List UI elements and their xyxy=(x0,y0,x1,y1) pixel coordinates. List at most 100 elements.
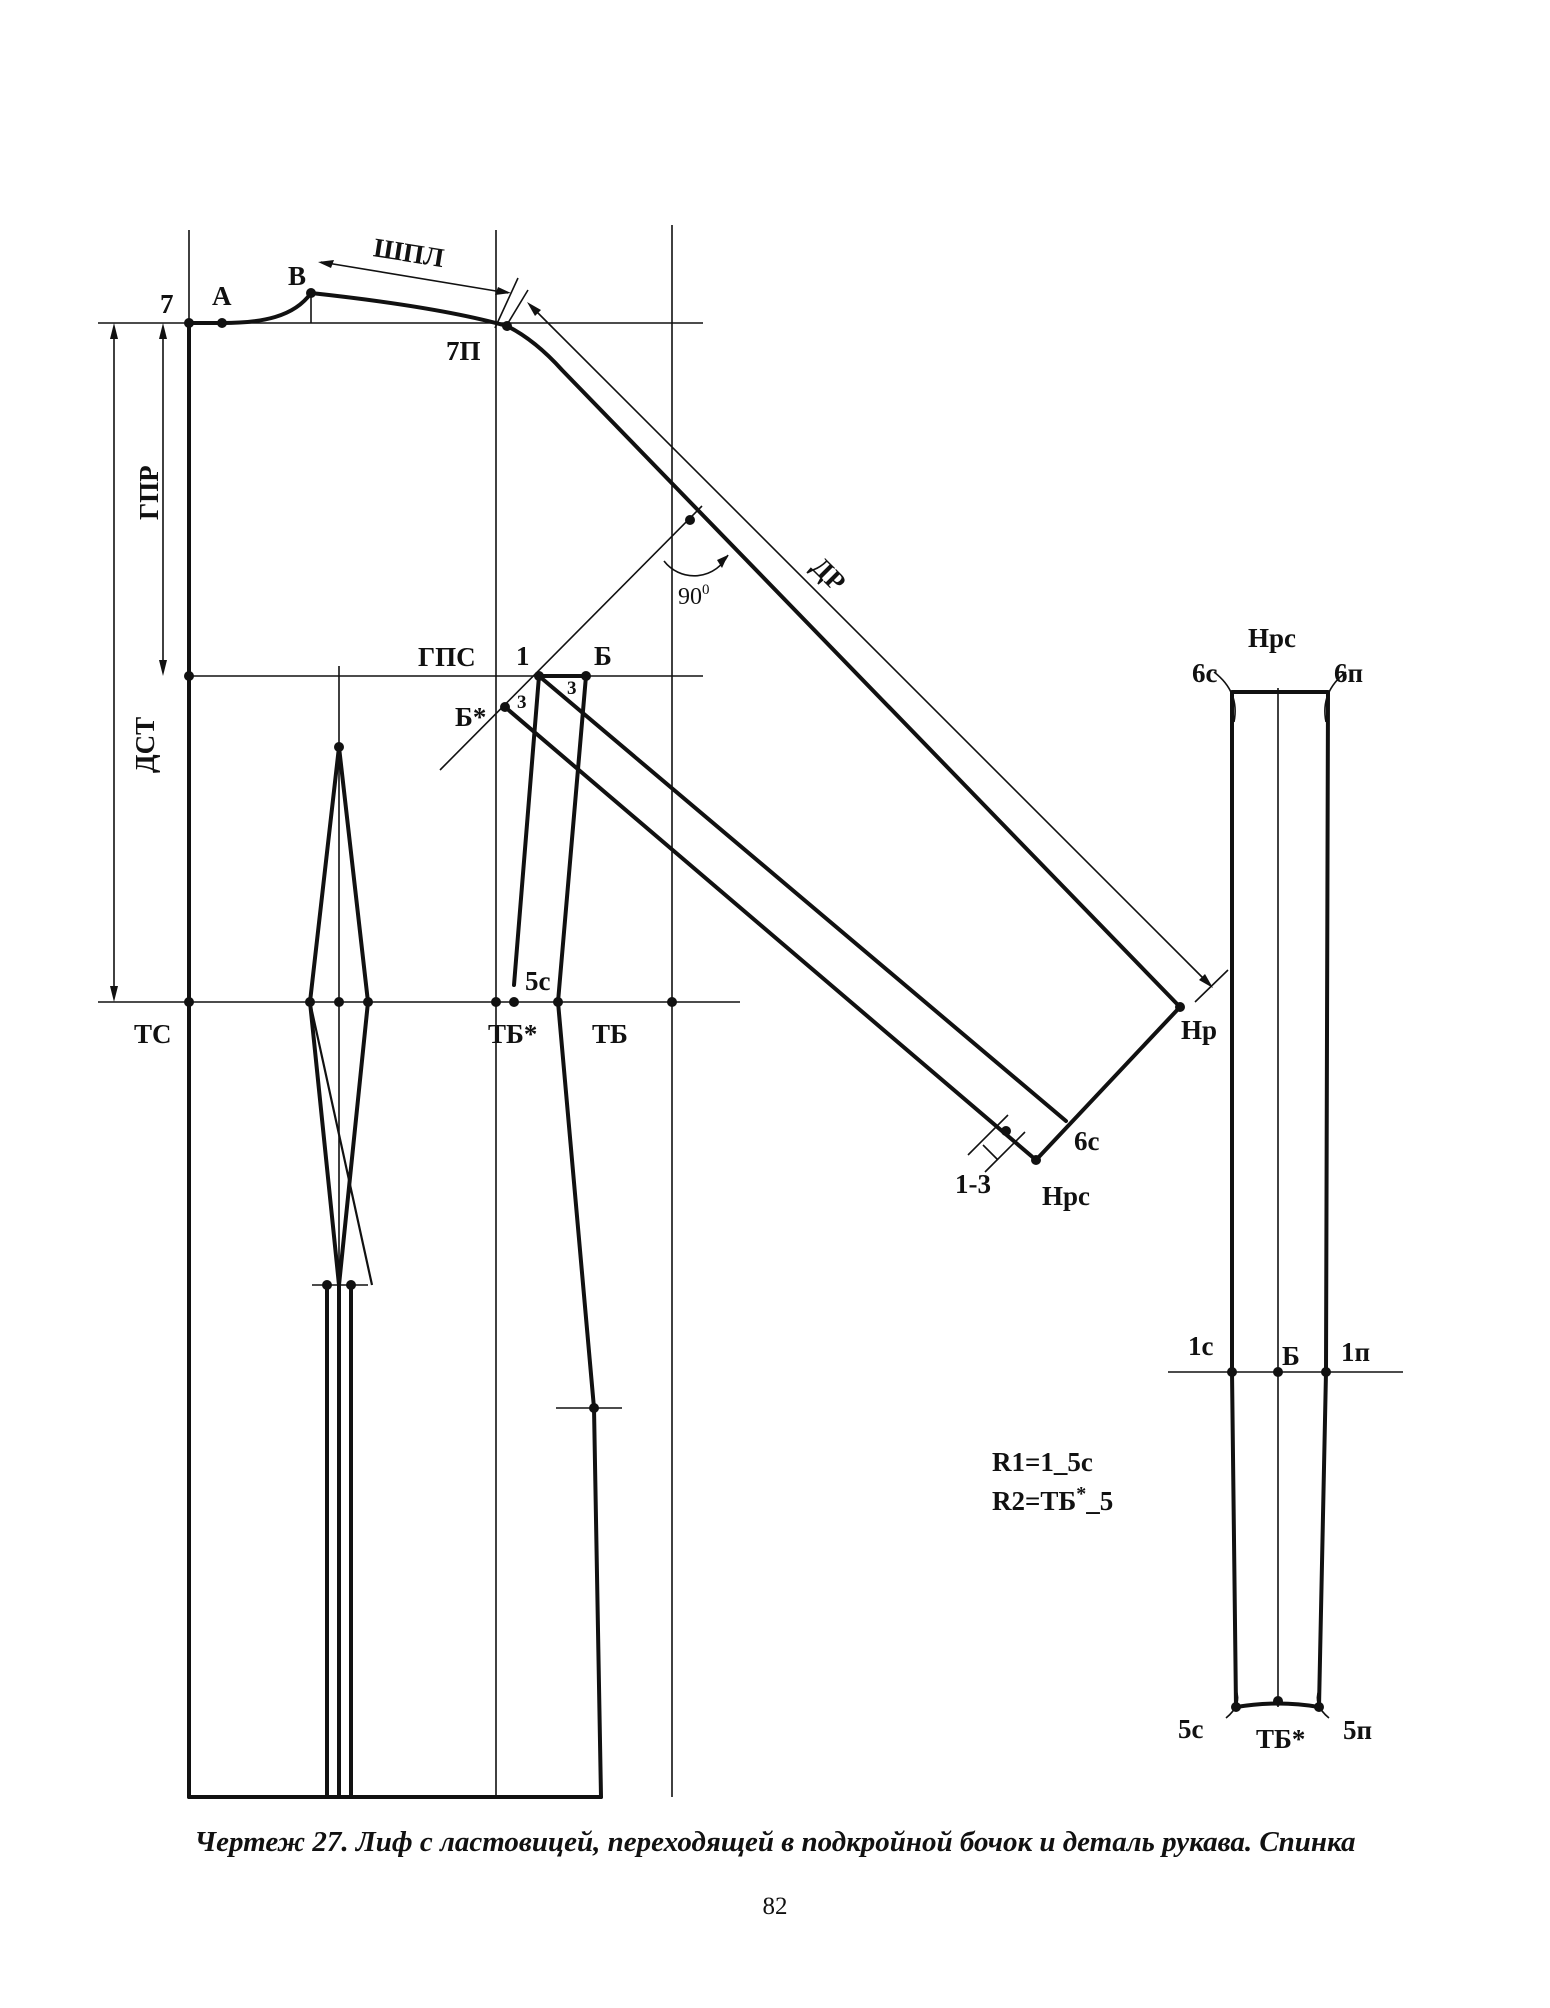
label-angle: 900 xyxy=(678,582,710,610)
label-tb: ТБ xyxy=(592,1019,628,1049)
point-dart-center xyxy=(334,997,344,1007)
right-angle-arrow xyxy=(717,555,728,568)
neckline-curve xyxy=(187,291,313,325)
label-tbstar-bottom: ТБ* xyxy=(1256,1724,1305,1754)
strip-outline xyxy=(1230,690,1330,1709)
label-a: А xyxy=(212,281,232,311)
label-gpr: ГПР xyxy=(134,465,164,520)
gpr-arrow-top xyxy=(159,323,167,339)
point-tbstar xyxy=(509,997,519,1007)
label-6p-top: 6п xyxy=(1334,658,1363,688)
label-one-three: 1-3 xyxy=(955,1169,991,1199)
strip-arc-top-left xyxy=(1213,671,1236,723)
dr-dimension-line xyxy=(529,304,1211,986)
point-gps xyxy=(184,671,194,681)
label-5c-bottom: 5с xyxy=(1178,1714,1204,1744)
point-tb xyxy=(553,997,563,1007)
label-v: В xyxy=(288,261,306,291)
shpl-dimension-line xyxy=(320,261,509,294)
point-v xyxy=(306,288,316,298)
formula-r2: R2=ТБ*_5 xyxy=(992,1483,1113,1516)
point-7p xyxy=(502,321,512,331)
label-dr: ДР xyxy=(806,551,852,597)
label-three-b: 3 xyxy=(567,678,577,699)
point-hpc-sleeve xyxy=(1031,1155,1041,1165)
point-right-waist xyxy=(667,997,677,1007)
label-tc: ТС xyxy=(134,1019,172,1049)
page-number: 82 xyxy=(762,1893,788,1920)
dst-arrow-top xyxy=(110,323,118,339)
point-5p xyxy=(1314,1702,1324,1712)
gusset-right-line xyxy=(556,674,603,1799)
label-5p-bottom: 5п xyxy=(1343,1715,1372,1745)
shoulder-point-tick xyxy=(494,277,519,329)
point-b xyxy=(581,671,591,681)
label-hpc-top: Нрс xyxy=(1248,623,1296,653)
label-1c: 1с xyxy=(1188,1331,1214,1361)
label-gps: ГПС xyxy=(418,642,476,672)
point-tc xyxy=(184,997,194,1007)
point-bstar xyxy=(500,702,510,712)
point-dart-top xyxy=(334,742,344,752)
point-1c xyxy=(1227,1367,1237,1377)
strip-arc-top-right xyxy=(1324,671,1347,723)
dr-end-tick xyxy=(1194,969,1229,1003)
one-three-tick-b xyxy=(984,1131,1026,1173)
label-b: Б xyxy=(594,641,612,671)
dimension-lines xyxy=(110,260,1229,1173)
labels: 7 А В ШПЛ 7П ГПР ДСТ ДР 900 ГПС 1 Б Б* 3… xyxy=(130,232,1372,1754)
point-sleeve-mid xyxy=(685,515,695,525)
label-hp: Нр xyxy=(1181,1015,1217,1045)
label-7: 7 xyxy=(160,289,174,319)
shpl-arrow-right xyxy=(495,287,511,295)
one-three-dimension xyxy=(982,1144,999,1161)
point-dart-right xyxy=(363,997,373,1007)
figure-caption: Чертеж 27. Лиф с ластовицей, переходящей… xyxy=(194,1826,1356,1858)
sleeve-under-line xyxy=(503,705,1038,1162)
formula-r1: R1=1_5с xyxy=(992,1447,1093,1477)
label-shpl: ШПЛ xyxy=(372,232,447,273)
point-7 xyxy=(184,318,194,328)
point-dart-tuck-b xyxy=(346,1280,356,1290)
point-dart-left xyxy=(305,997,315,1007)
point-1 xyxy=(534,671,544,681)
point-tbstar-bottom xyxy=(1273,1696,1283,1706)
point-5c xyxy=(1231,1702,1241,1712)
gusset-strip xyxy=(1213,671,1347,1719)
bodice-contour xyxy=(187,291,1182,1799)
label-tbstar: ТБ* xyxy=(488,1019,537,1049)
gpr-arrow-bottom xyxy=(159,660,167,676)
construction-grid xyxy=(98,225,1403,1797)
sleeve-perpendicular-line xyxy=(439,505,703,771)
right-angle-arc xyxy=(663,554,729,577)
label-5c: 5с xyxy=(525,966,551,996)
label-6c-top: 6с xyxy=(1192,658,1218,688)
label-strip-b: Б xyxy=(1282,1341,1300,1371)
sleeve-hem-line xyxy=(1034,1005,1182,1162)
label-dst: ДСТ xyxy=(130,717,160,773)
gusset-left-line xyxy=(512,674,541,987)
point-6c-sleeve xyxy=(1001,1126,1011,1136)
label-three-a: 3 xyxy=(517,692,527,713)
point-mid-waist xyxy=(491,997,501,1007)
construction-points xyxy=(184,288,1331,1712)
label-6c-sleeve: 6с xyxy=(1074,1126,1100,1156)
waist-dart-lower-left xyxy=(308,1001,374,1286)
label-bstar: Б* xyxy=(455,702,486,732)
label-hpc-sleeve: Нрс xyxy=(1042,1181,1090,1211)
one-three-tick-a xyxy=(967,1114,1009,1156)
point-dart-tuck-a xyxy=(322,1280,332,1290)
label-7p: 7П xyxy=(446,336,481,366)
point-1p xyxy=(1321,1367,1331,1377)
label-1: 1 xyxy=(516,641,530,671)
point-a xyxy=(217,318,227,328)
label-1p: 1п xyxy=(1341,1337,1370,1367)
sleeve-inner-line xyxy=(537,674,1068,1123)
point-side-seam xyxy=(589,1403,599,1413)
shoulder-line xyxy=(309,291,509,328)
shpl-arrow-left xyxy=(318,260,334,268)
dr-arrow-bottom xyxy=(1199,974,1213,988)
point-hp xyxy=(1175,1002,1185,1012)
dst-arrow-bottom xyxy=(110,986,118,1002)
